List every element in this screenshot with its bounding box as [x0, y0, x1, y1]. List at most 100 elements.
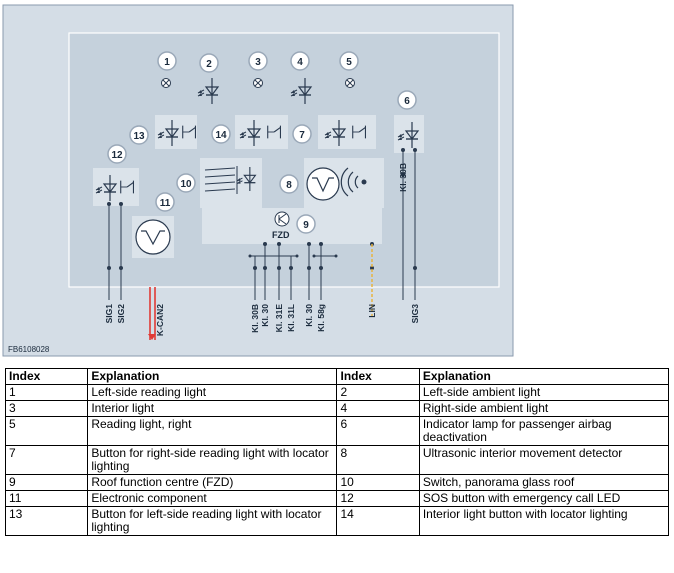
wire-nodes	[107, 148, 417, 270]
pin-label: SIG3	[410, 304, 420, 324]
callout-12: 12	[107, 144, 127, 164]
pin-label: Kl. 30B	[398, 163, 408, 192]
index-cell: 9	[4, 474, 89, 491]
callout-14: 14	[211, 124, 231, 144]
pin-label: SIG1	[104, 304, 114, 324]
callout-label: 8	[286, 180, 292, 191]
callout-label: 10	[180, 179, 192, 190]
k-can2-wires	[149, 287, 156, 340]
index-cell: 10	[336, 474, 420, 491]
callout-13: 13	[129, 125, 149, 145]
explanation-cell: Switch, panorama glass roof	[418, 474, 670, 491]
inner-box-7	[318, 115, 376, 149]
index-cell: 3	[4, 400, 89, 417]
inner-box-6	[394, 115, 424, 153]
callout-label: 3	[255, 57, 261, 68]
callout-11: 11	[155, 192, 175, 212]
explanation-cell: Indicator lamp for passenger airbag deac…	[418, 416, 670, 446]
fzd-transistor-icon	[274, 211, 290, 227]
arrow-icon	[400, 173, 406, 179]
callout-6: 6	[397, 90, 417, 110]
panorama-switch-icon	[204, 166, 238, 194]
explanation-cell: Button for right-side reading light with…	[87, 445, 338, 475]
callout-1: 1	[157, 51, 177, 71]
explanation-cell: Right-side ambient light	[418, 400, 670, 417]
explanation-cell: Interior light	[87, 400, 338, 417]
index-cell: 7	[4, 445, 89, 475]
pin-label: Kl. 30	[304, 304, 314, 327]
callout-label: 11	[160, 198, 171, 209]
pin-label: Kl. 31L	[286, 304, 296, 332]
callout-5: 5	[339, 51, 359, 71]
bulb-icon-1	[161, 78, 171, 88]
index-cell: 8	[336, 445, 420, 475]
pin-label: Kl. 30B	[250, 304, 260, 333]
pin-label: Kl. 58g	[316, 304, 326, 332]
callout-3: 3	[248, 51, 268, 71]
explanation-cell: Roof function centre (FZD)	[87, 474, 338, 491]
inner-box-12	[93, 168, 139, 206]
explanation-cell: Left-side reading light	[87, 384, 338, 401]
pin-label: Kl. 31E	[274, 304, 284, 333]
index-cell: 4	[336, 400, 420, 417]
header-explanation: Explanation	[87, 368, 338, 385]
callout-label: 7	[299, 130, 305, 141]
index-cell: 6	[336, 416, 420, 446]
fzd-label: FZD	[272, 230, 290, 240]
explanation-cell: Interior light button with locator light…	[418, 506, 670, 536]
header-index: Index	[4, 368, 89, 385]
callout-4: 4	[290, 51, 310, 71]
callout-2: 2	[199, 53, 219, 73]
index-cell: 11	[4, 490, 89, 507]
explanation-cell: Button for left-side reading light with …	[87, 506, 338, 536]
callout-label: 6	[404, 96, 410, 107]
table-header-row: Index Explanation Index Explanation	[4, 368, 670, 385]
header-index: Index	[336, 368, 420, 385]
explanation-cell: Ultrasonic interior movement detector	[418, 445, 670, 475]
index-cell: 14	[336, 506, 420, 536]
callout-label: 14	[215, 130, 227, 141]
figure-code: FB6108028	[8, 345, 50, 354]
callout-label: 5	[346, 57, 352, 68]
pin-label: SIG2	[116, 304, 126, 324]
header-explanation: Explanation	[418, 368, 670, 385]
callout-label: 1	[164, 57, 170, 68]
callout-label: 9	[303, 220, 309, 231]
index-cell: 2	[336, 384, 420, 401]
pin-label: LIN	[367, 304, 377, 318]
bulb-icon-5	[345, 78, 355, 88]
explanation-cell: Electronic component	[87, 490, 338, 507]
arrow-icon	[148, 334, 156, 340]
wiring	[108, 150, 416, 300]
explanation-cell: Left-side ambient light	[418, 384, 670, 401]
callout-10: 10	[176, 173, 196, 193]
explanation-cell: SOS button with emergency call LED	[418, 490, 670, 507]
pin-label: K-CAN2	[155, 304, 165, 336]
ultrasonic-sensor-icon	[306, 167, 367, 201]
inner-box-9	[202, 208, 382, 244]
pin-label: Kl. 30	[260, 304, 270, 327]
bulb-icon-3	[253, 78, 263, 88]
callout-label: 12	[111, 150, 123, 161]
inner-box-14	[235, 115, 288, 149]
index-cell: 1	[4, 384, 89, 401]
callout-9: 9	[296, 214, 316, 234]
index-cell: 12	[336, 490, 420, 507]
explanation-cell: Reading light, right	[87, 416, 338, 446]
callout-label: 13	[133, 131, 145, 142]
electronic-component-icon	[135, 219, 171, 255]
index-cell: 5	[4, 416, 89, 446]
callout-8: 8	[279, 174, 299, 194]
callout-label: 2	[206, 59, 212, 70]
